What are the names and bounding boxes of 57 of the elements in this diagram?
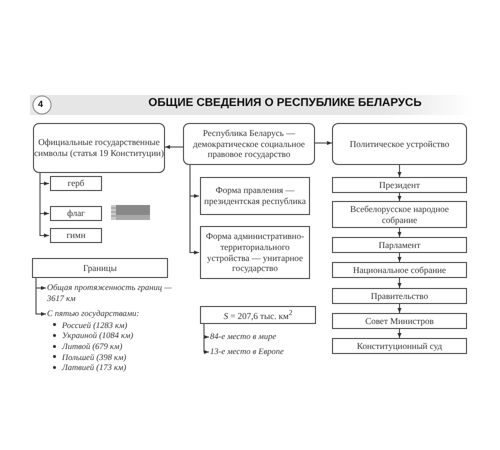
box-text: Политическое устройство <box>350 138 450 150</box>
box-text: Совет Министров <box>365 316 434 326</box>
arrow <box>398 164 402 178</box>
arrow <box>190 164 200 254</box>
box-text: флаг <box>67 208 85 219</box>
rounded-box <box>33 123 165 173</box>
process-box <box>332 262 467 278</box>
box-text: Президент <box>379 180 420 190</box>
arrow <box>40 172 50 238</box>
arrow <box>398 304 402 314</box>
box-text: Форма правления — президентская республика <box>203 185 307 207</box>
list-item: Украиной (1084 км) <box>62 330 134 341</box>
arrow <box>398 228 402 238</box>
arrow <box>164 145 184 149</box>
box-text: Республика Беларусь — демократическое социальное правовое государство <box>192 128 306 160</box>
box-text: Парламент <box>378 240 420 250</box>
arrow <box>314 141 332 145</box>
process-box <box>50 206 102 221</box>
box-text: Форма административно-территориального устройства — унитарное государство <box>204 230 306 274</box>
title: ОБЩИЕ СВЕДЕНИЯ О РЕСПУБЛИКЕ БЕЛАРУСЬ <box>147 97 423 109</box>
list-item: Польшей (398 км) <box>62 352 126 362</box>
process-box <box>200 306 316 324</box>
note-text: С пятью государствами: <box>47 308 140 319</box>
box-text: Правительство <box>370 290 428 302</box>
process-box <box>332 338 467 354</box>
note-text: 13-е место в Европе <box>210 346 284 357</box>
process-box <box>50 228 102 243</box>
rounded-box <box>183 123 315 165</box>
page-number: 4 <box>38 99 44 109</box>
box-text: гимн <box>66 230 86 241</box>
arrow <box>398 252 402 262</box>
box-text: S = 207,6 тыс. км$^{2}$ <box>224 308 292 322</box>
process-box <box>200 177 310 215</box>
box-text: Официальные государственные символы (статья 19 Конституции) <box>34 137 164 159</box>
box-text: Всебелорусское народное собрание <box>349 204 450 226</box>
arrow <box>398 192 402 202</box>
box-text: Национальное собрание <box>353 264 446 276</box>
box-text: герб <box>68 178 84 189</box>
process-box <box>332 201 467 228</box>
arrow <box>398 278 402 288</box>
arrow <box>398 328 402 338</box>
list-item: Латвией (173 км) <box>62 362 126 373</box>
process-box <box>50 176 102 191</box>
rounded-box <box>332 123 467 165</box>
list-item: Россией (1283 км) <box>62 320 128 330</box>
process-box <box>332 288 467 304</box>
process-box <box>332 177 467 193</box>
box-text: Границы <box>83 262 117 274</box>
note-text: 84-е место в мире <box>210 331 276 342</box>
box-text: Конституционный суд <box>356 340 442 352</box>
arrow <box>204 324 210 354</box>
arrow <box>36 278 46 316</box>
process-box <box>332 313 467 329</box>
note-text: Общая протяженность границ — 3617 км <box>47 282 172 304</box>
list-item: Литвой (679 км) <box>62 340 122 352</box>
process-box <box>32 258 168 278</box>
process-box <box>332 237 467 253</box>
